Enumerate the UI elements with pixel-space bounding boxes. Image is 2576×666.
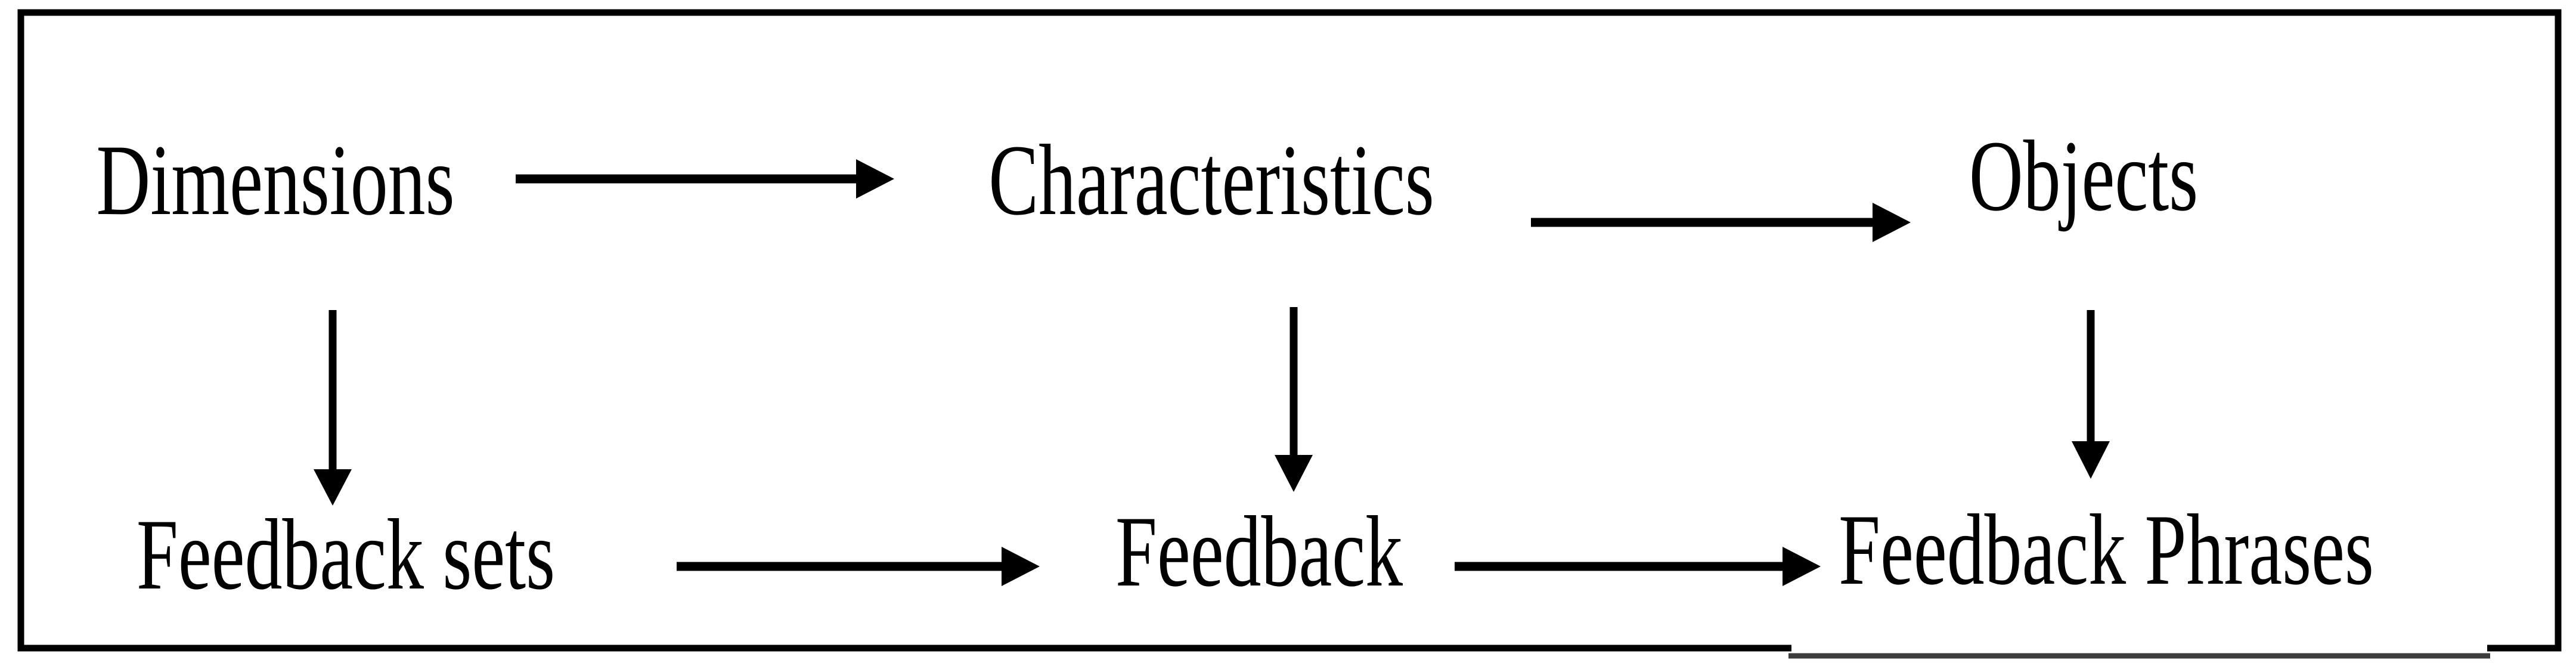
arrow-feedback-sets-to-feedback [677, 547, 1040, 586]
node-feedback: Feedback [1115, 495, 1403, 608]
arrow-feedback-to-feedback-phrases [1455, 547, 1821, 586]
border-gap-mask [1791, 643, 2487, 653]
arrow-characteristics-to-objects [1531, 203, 1911, 242]
node-objects: Objects [1969, 120, 2199, 232]
arrow-characteristics-to-feedback [1275, 307, 1313, 492]
node-characteristics: Characteristics [988, 124, 1434, 236]
arrow-dimensions-to-characteristics [516, 159, 894, 199]
node-feedback-phrases: Feedback Phrases [1839, 494, 2374, 606]
diagram-border [17, 9, 2562, 659]
node-dimensions: Dimensions [96, 124, 455, 236]
node-feedback-sets: Feedback sets [136, 498, 556, 611]
arrow-objects-to-feedback-phrases [2072, 310, 2110, 479]
arrow-dimensions-to-feedback-sets [314, 310, 352, 506]
